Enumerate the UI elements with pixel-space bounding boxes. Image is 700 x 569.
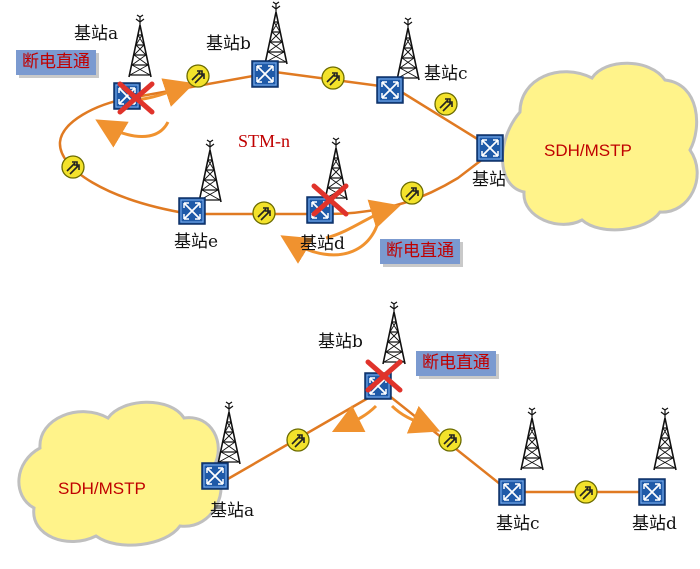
- bottom-station-a-label: 基站a: [210, 501, 255, 521]
- bottom-station-c-label: 基站c: [496, 514, 540, 534]
- top-station-b-label: 基站b: [206, 34, 251, 54]
- top-station-e-label: 基站e: [174, 232, 219, 252]
- top-cloud-label: SDH/MSTP: [544, 141, 632, 160]
- bottom-stations: [201, 301, 677, 506]
- top-bypass-tag-a: 断电直通: [16, 50, 96, 75]
- bottom-sdh-cloud: [17, 400, 223, 547]
- ring-label: STM-n: [238, 131, 291, 151]
- top-station-d-label: 基站d: [300, 234, 345, 254]
- top-bypass-arrows: [95, 78, 401, 264]
- top-station-a-label: 基站a: [74, 24, 119, 44]
- bottom-station-b-label: 基站b: [318, 332, 363, 352]
- bottom-cloud-label: SDH/MSTP: [58, 479, 146, 498]
- top-station-c-label: 基站c: [424, 64, 468, 84]
- bottom-bypass-tag-b: 断电直通: [416, 351, 496, 376]
- bottom-station-d-label: 基站d: [632, 514, 677, 534]
- top-bypass-tag-d: 断电直通: [380, 239, 460, 264]
- top-sdh-cloud: [501, 61, 699, 232]
- top-gateway-label: 基站: [472, 170, 506, 190]
- bottom-bypass-arrows: [331, 404, 441, 434]
